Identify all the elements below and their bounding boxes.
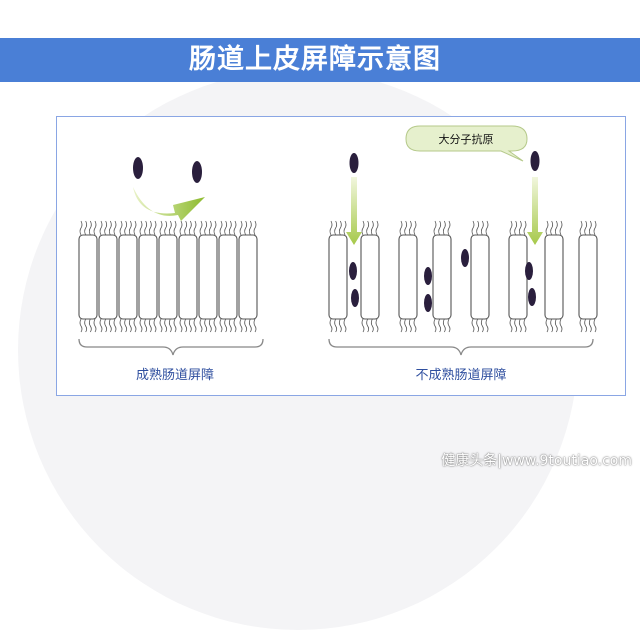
epithelial-cell [238, 220, 258, 333]
epithelial-cell [218, 220, 238, 333]
epithelial-cell [508, 220, 528, 333]
epithelial-cell [360, 220, 380, 333]
epithelial-cell [198, 220, 218, 333]
epithelial-cell [118, 220, 138, 333]
antigen-molecule [351, 289, 359, 307]
immature-barrier-label: 不成熟肠道屏障 [415, 367, 506, 383]
epithelial-cell [432, 220, 452, 333]
epithelial-cell [470, 220, 490, 333]
antigen-molecule [349, 262, 357, 280]
penetration-arrow [527, 177, 543, 245]
watermark: 健康头条|www.9toutiao.com [441, 453, 632, 469]
antigen-molecule [424, 267, 432, 285]
epithelial-cell [78, 220, 98, 333]
antigen-molecule [461, 249, 469, 267]
antigen-molecule [133, 157, 143, 179]
antigen-molecule [525, 262, 533, 280]
epithelial-cell [178, 220, 198, 333]
epithelial-cell [98, 220, 118, 333]
intestinal-barrier-diagram: 大分子抗原 成熟肠道屏障 不成熟肠道屏障 [78, 125, 598, 383]
penetration-arrow [346, 177, 362, 245]
title-bar: 肠道上皮屏障示意图 [0, 38, 640, 82]
deflect-arrow [133, 187, 205, 221]
epithelial-cell [158, 220, 178, 333]
antigen-molecule [349, 153, 359, 173]
mature-epithelium [78, 220, 258, 333]
immature-epithelium [328, 220, 598, 333]
mature-barrier-label: 成熟肠道屏障 [136, 367, 214, 383]
epithelial-cell [578, 220, 598, 333]
antigen-molecule [528, 288, 536, 306]
page-title: 肠道上皮屏障示意图 [189, 44, 441, 75]
antigen-molecule [530, 151, 540, 171]
epithelial-cell [328, 220, 348, 333]
diagram-panel: 大分子抗原 成熟肠道屏障 不成熟肠道屏障 [56, 116, 626, 396]
epithelial-cell [398, 220, 418, 333]
epithelial-cell [138, 220, 158, 333]
left-brace [78, 338, 264, 356]
right-brace [328, 338, 594, 356]
antigen-callout [405, 125, 528, 162]
antigen-label: 大分子抗原 [439, 132, 494, 146]
antigen-molecule [424, 294, 432, 312]
epithelial-cell [544, 220, 564, 333]
antigen-molecule [192, 161, 202, 183]
